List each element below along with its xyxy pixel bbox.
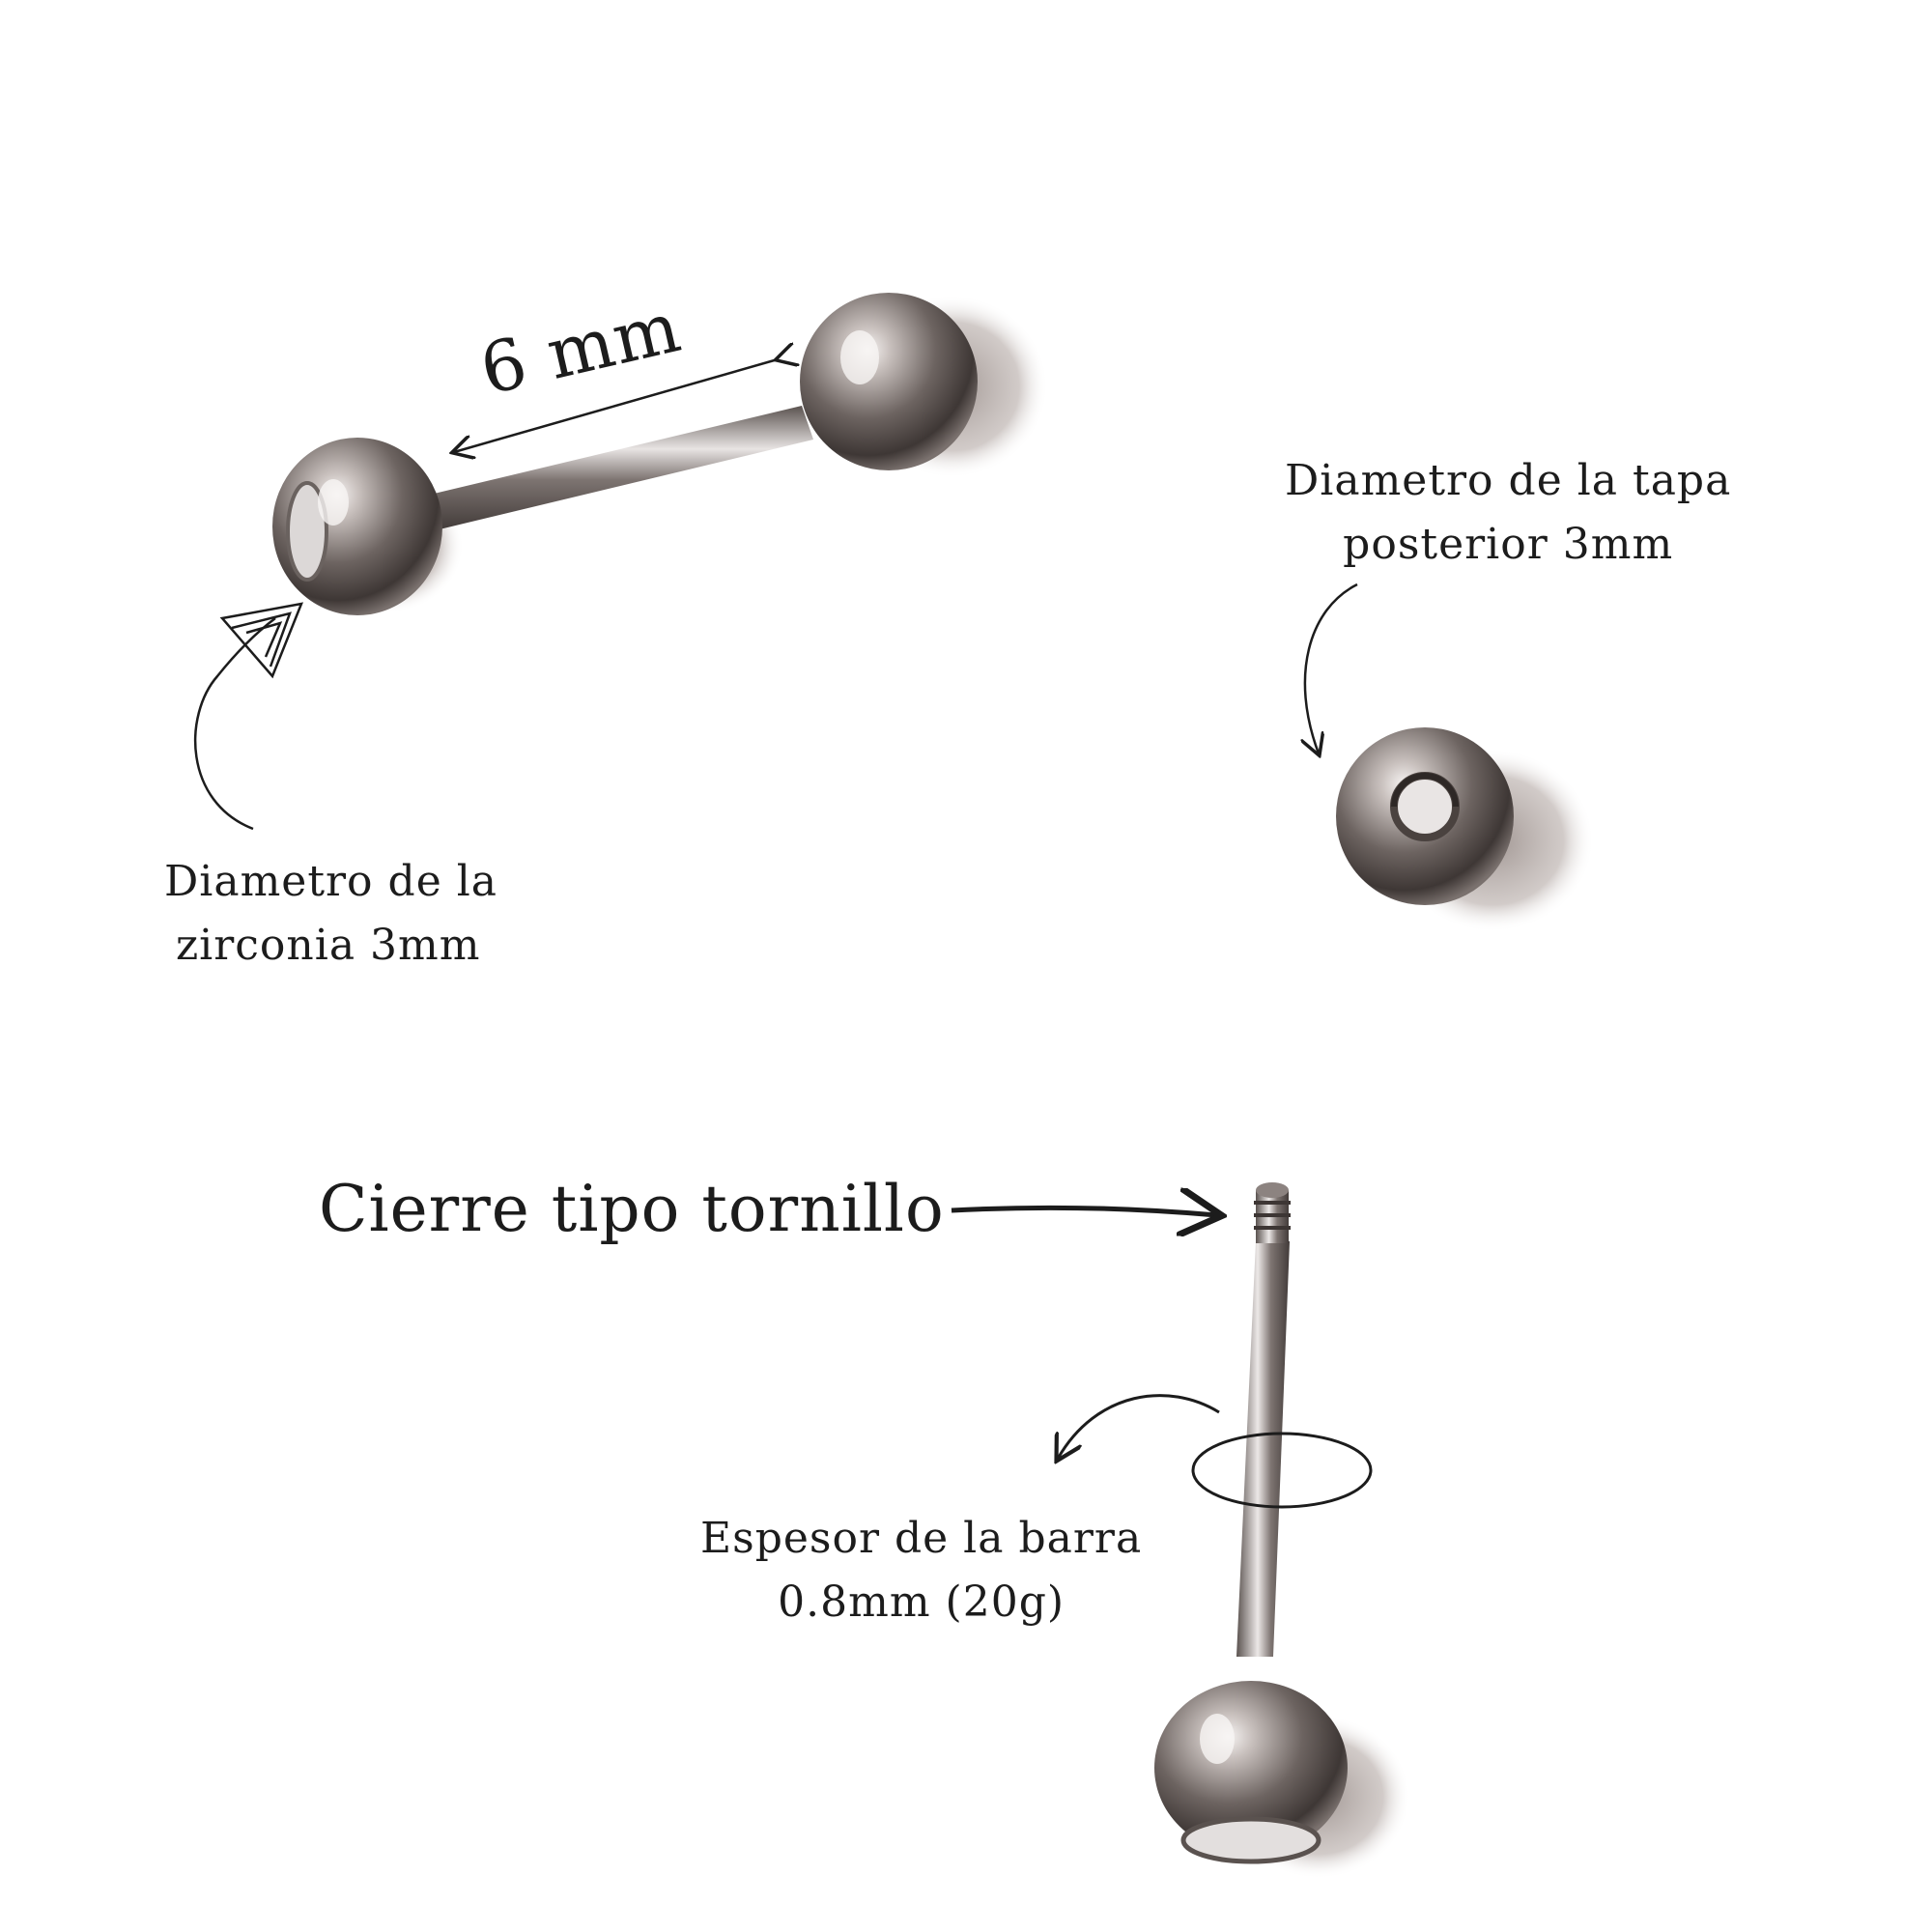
barbell-shaft (430, 406, 813, 529)
thickness-label-line-1: Espesor de la barra (700, 1514, 1143, 1563)
back-cap-hole-rim (1391, 773, 1459, 808)
left-ball-highlight (318, 479, 349, 526)
closure-type-label: Cierre tipo tornillo (319, 1172, 945, 1246)
right-ball (800, 293, 978, 470)
zirconia-pointer-arrow (193, 602, 304, 831)
length-arrow (454, 359, 778, 452)
screw-post (1154, 1182, 1410, 1879)
back-cap (1336, 727, 1594, 932)
post-shaft (1236, 1241, 1290, 1657)
bar-thickness-label: Espesor de la barra 0.8mm (20g) (700, 1507, 1142, 1634)
zirconia-label-line-2: zirconia 3mm (176, 921, 481, 970)
right-ball-highlight (840, 330, 879, 384)
thickness-label-line-2: 0.8mm (20g) (778, 1577, 1065, 1627)
post-tip (1256, 1182, 1289, 1198)
back-cap-pointer-arrow (1305, 582, 1358, 753)
thickness-rotation-arrows (1058, 1394, 1373, 1509)
back-cap-label-line-1: Diametro de la tapa (1285, 456, 1732, 505)
back-cap-label-line-2: posterior 3mm (1343, 520, 1674, 569)
closure-pointer-arrow (951, 1208, 1217, 1215)
post-ball-highlight (1200, 1714, 1235, 1764)
barbell-top (272, 293, 1048, 615)
zirconia-stone (286, 481, 328, 582)
zirconia-diameter-label: Diametro de la zirconia 3mm (164, 850, 497, 978)
post-ball (1154, 1681, 1348, 1855)
back-cap-diameter-label: Diametro de la tapa posterior 3mm (1285, 449, 1731, 577)
post-zirconia (1180, 1816, 1321, 1864)
zirconia-label-line-1: Diametro de la (164, 857, 498, 906)
